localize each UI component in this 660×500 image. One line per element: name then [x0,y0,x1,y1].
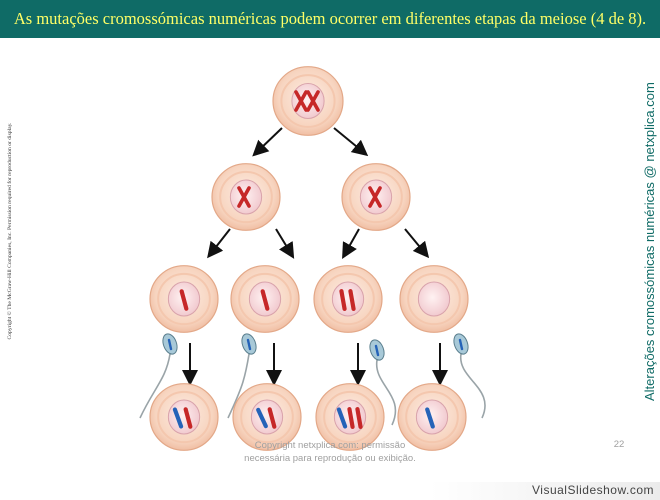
cell-ring [349,170,403,224]
cell-ring [407,272,461,326]
chromosome [260,289,270,311]
arrows-group [182,127,448,386]
chromosome [183,407,193,429]
footer-copyright-line2: necessária para reprodução ou exibição. [244,453,416,464]
sperm [139,333,178,419]
cell-zygote-c [315,383,385,451]
chromosome [425,407,435,429]
cell-parent [272,66,344,136]
chromosome [368,186,382,208]
chromosome [355,407,363,429]
sperm-chromosome [374,344,380,357]
cell-ring [238,272,292,326]
chromosome [336,407,348,429]
title-bar: As mutações cromossómicas numéricas pode… [0,0,660,38]
sperm-tail [460,353,486,419]
cell-meiosis-2-d [399,265,469,333]
sperm [453,333,486,419]
sperm-tail [139,353,171,419]
cell-meiosis-1-left [211,163,281,231]
slide-title: As mutações cromossómicas numéricas pode… [13,9,647,28]
chromosome [348,289,356,311]
footer-copyright: Copyright netxplica.com: permissão neces… [180,439,480,465]
cell-ring [321,272,375,326]
chromosome [179,289,189,311]
arrow [252,127,283,157]
cell-ring [157,272,211,326]
arrow [333,127,369,157]
nucleus [250,399,284,435]
arrow [404,228,430,259]
chromosome [172,407,184,429]
cell-meiosis-2-b [230,265,300,333]
sperm [227,333,257,419]
cell-ring [240,390,294,444]
arrow [275,228,295,259]
footer-fade [430,482,660,500]
nucleus [417,281,451,317]
sperm-chromosome [167,338,173,351]
chromosome [347,407,355,429]
meiosis-diagram [139,66,486,451]
chromosome [306,90,320,112]
nucleus [415,399,449,435]
arrow [207,228,231,259]
page-number: 22 [613,439,625,450]
sperm-group [139,333,486,426]
chromosome [294,90,308,112]
sperm [369,339,397,426]
arrow [342,228,360,259]
cell-meiosis-2-c [313,265,383,333]
cell-zygote-d [397,383,467,451]
cell-ring [157,390,211,444]
nucleus [167,399,201,435]
footer-brand: VisualSlideshow.com [531,483,654,497]
cell-ring [280,74,336,128]
chromosome [267,407,277,429]
cell-meiosis-1-right [341,163,411,231]
footer-copyright-line1: Copyright netxplica.com: permissão [254,440,406,451]
cell-ring [219,170,273,224]
cell-meiosis-2-a [149,265,219,333]
sperm-chromosome [246,338,252,351]
sperm-chromosome [458,338,464,351]
cell-ring [405,390,459,444]
sperm-tail [227,353,250,419]
nucleus [291,83,325,119]
cells-group [149,66,469,451]
cell-zygote-a [149,383,219,451]
sperm-tail [376,359,397,426]
cell-zygote-b [232,383,302,451]
chromosome [339,289,347,311]
cell-ring [323,390,377,444]
chromosome [237,186,251,208]
chromosome [256,407,268,429]
nucleus [331,281,365,317]
